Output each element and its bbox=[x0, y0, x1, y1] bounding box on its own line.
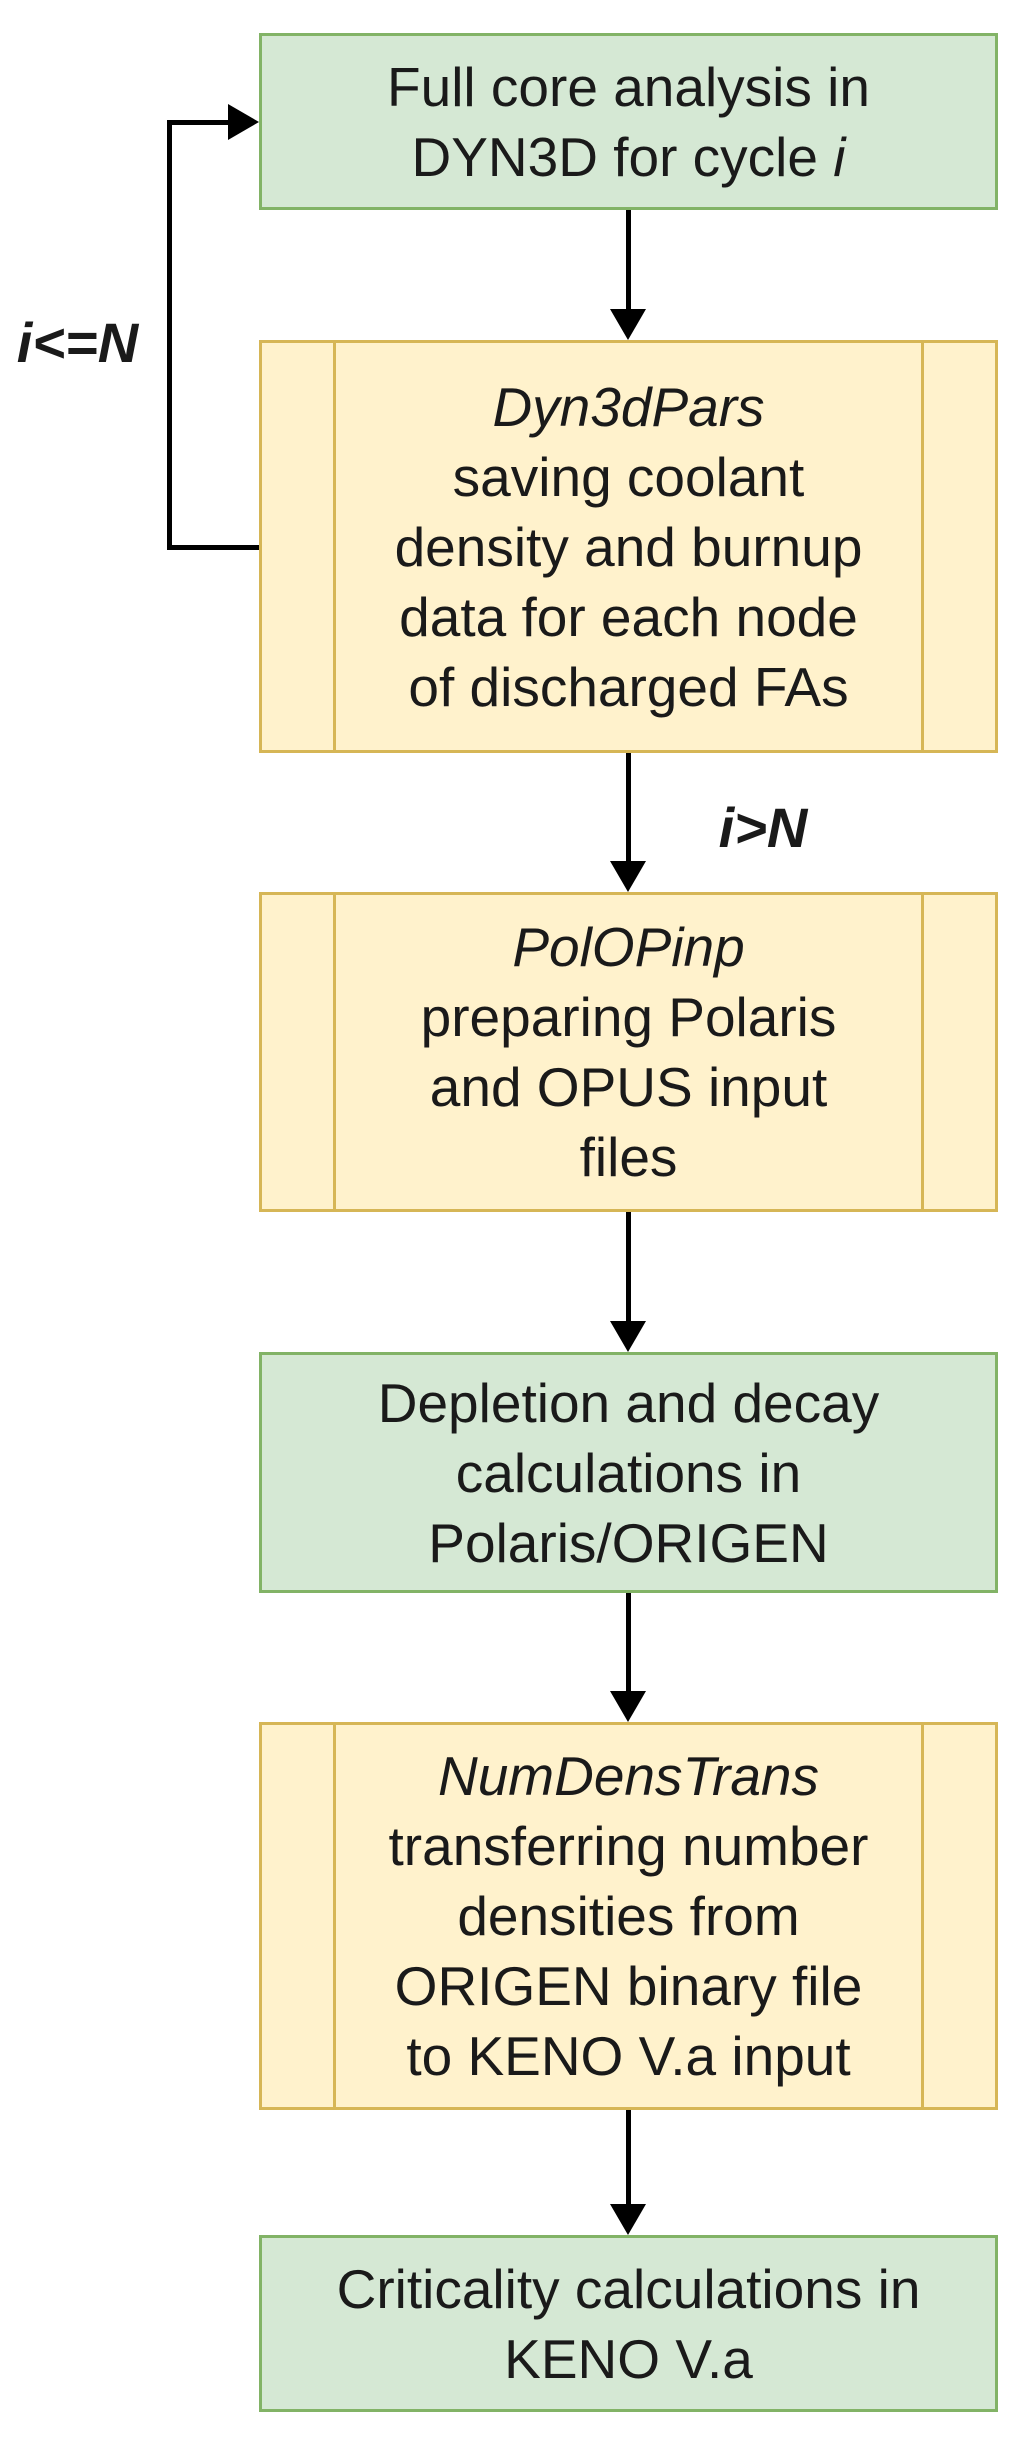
loop-arrow-top-segment bbox=[167, 120, 231, 125]
node-description: preparing Polaris and OPUS input files bbox=[420, 986, 837, 1188]
subroutine-divider-left bbox=[333, 895, 336, 1209]
script-name: PolOPinp bbox=[512, 916, 745, 978]
loop-arrow-vertical-segment bbox=[167, 120, 172, 550]
exit-condition-label: i>N bbox=[718, 796, 808, 859]
script-name: NumDensTrans bbox=[437, 1745, 820, 1807]
arrow-head-5 bbox=[610, 2204, 646, 2235]
node-full-core-analysis: Full core analysis in DYN3D for cycle i bbox=[259, 33, 998, 210]
subroutine-divider-left bbox=[333, 1725, 336, 2107]
subroutine-divider-right bbox=[921, 895, 924, 1209]
node-text-line: Full core analysis in bbox=[387, 55, 870, 118]
node-description: Depletion and decay calculations in Pola… bbox=[377, 1371, 880, 1574]
node-criticality: Criticality calculations in KENO V.a bbox=[259, 2235, 998, 2412]
subroutine-divider-right bbox=[921, 1725, 924, 2107]
subroutine-divider-right bbox=[921, 343, 924, 750]
loop-arrow-head bbox=[228, 104, 259, 140]
arrow-head-1 bbox=[610, 309, 646, 340]
node-depletion-decay: Depletion and decay calculations in Pola… bbox=[259, 1352, 998, 1593]
node-text-line: DYN3D for cycle i bbox=[411, 125, 846, 188]
node-polopinp: PolOPinp preparing Polaris and OPUS inpu… bbox=[259, 892, 998, 1212]
arrow-line-3 bbox=[626, 1212, 631, 1326]
arrow-head-3 bbox=[610, 1321, 646, 1352]
node-dyn3dpars: Dyn3dPars saving coolant density and bur… bbox=[259, 340, 998, 753]
cycle-variable: i bbox=[833, 125, 846, 188]
arrow-head-4 bbox=[610, 1691, 646, 1722]
arrow-line-2 bbox=[626, 753, 631, 866]
node-description: saving coolant density and burnup data f… bbox=[394, 445, 863, 718]
subroutine-divider-left bbox=[333, 343, 336, 750]
arrow-line-4 bbox=[626, 1593, 631, 1696]
node-description: Criticality calculations in KENO V.a bbox=[336, 2257, 921, 2390]
node-description: transferring number densities from ORIGE… bbox=[388, 1815, 869, 2087]
arrow-head-2 bbox=[610, 861, 646, 892]
arrow-line-1 bbox=[626, 210, 631, 314]
node-numdenstrans: NumDensTrans transferring number densiti… bbox=[259, 1722, 998, 2110]
loop-condition-label: i<=N bbox=[16, 311, 139, 374]
script-name: Dyn3dPars bbox=[492, 375, 765, 438]
loop-arrow-bottom-segment bbox=[167, 545, 259, 550]
arrow-line-5 bbox=[626, 2110, 631, 2209]
